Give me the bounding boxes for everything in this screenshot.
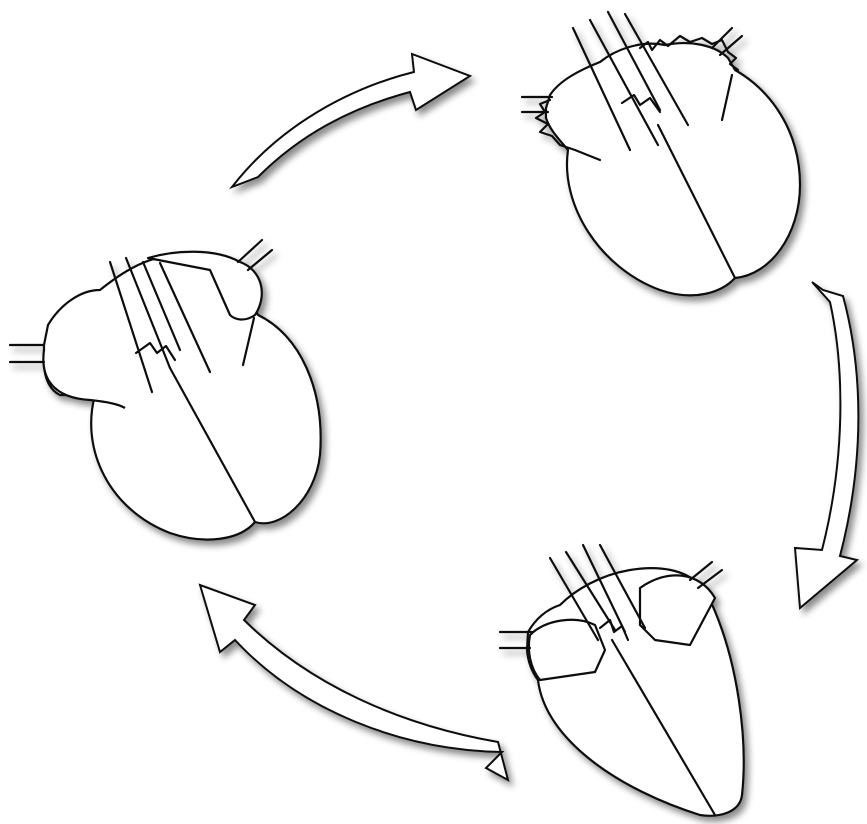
heart-stage-relaxed — [10, 240, 321, 540]
cycle-arrow-bottom — [200, 585, 508, 780]
heart-stage-ventricular-contraction — [500, 545, 744, 816]
cycle-arrow-top — [232, 54, 470, 187]
cycle-arrow-right — [795, 282, 858, 608]
heart-stage-atrial-contraction — [522, 12, 800, 295]
